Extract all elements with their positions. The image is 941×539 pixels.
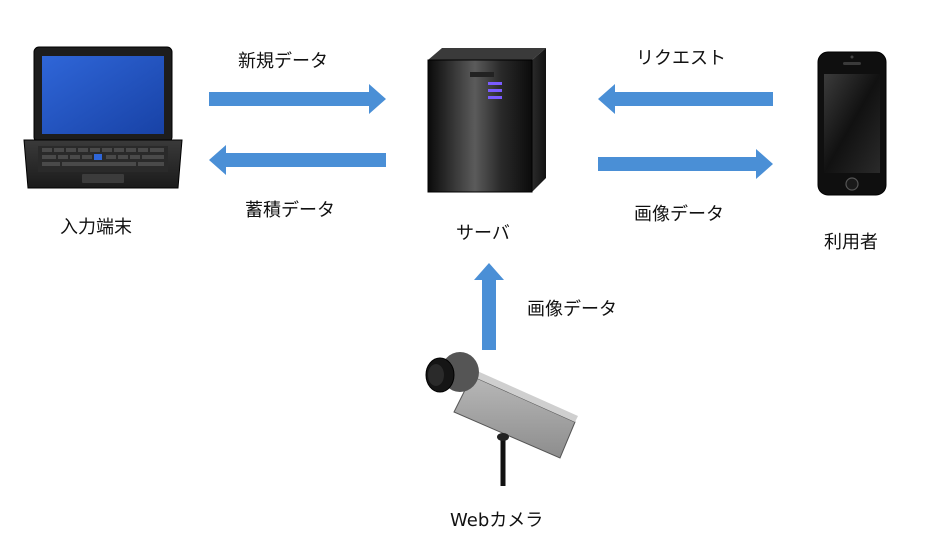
- arrow-image-data-from-camera: [474, 263, 504, 350]
- image-data-to-user-label: 画像データ: [634, 204, 724, 225]
- stored-data-label: 蓄積データ: [245, 200, 335, 221]
- server-label: サーバ: [456, 223, 510, 244]
- input-terminal-label: 入力端末: [60, 217, 132, 238]
- new-data-label: 新規データ: [238, 51, 328, 72]
- laptop-icon: [23, 46, 183, 189]
- server-icon: [427, 48, 546, 193]
- arrow-new-data: [209, 84, 386, 114]
- camera-icon: [425, 352, 578, 486]
- arrow-image-data-to-user: [598, 149, 773, 179]
- user-label: 利用者: [824, 232, 878, 253]
- arrow-stored-data: [209, 145, 386, 175]
- smartphone-icon: [817, 51, 887, 196]
- webcam-label: Webカメラ: [450, 510, 544, 531]
- request-label: リクエスト: [636, 48, 726, 69]
- image-data-from-camera-label: 画像データ: [527, 299, 617, 320]
- arrow-request: [598, 84, 773, 114]
